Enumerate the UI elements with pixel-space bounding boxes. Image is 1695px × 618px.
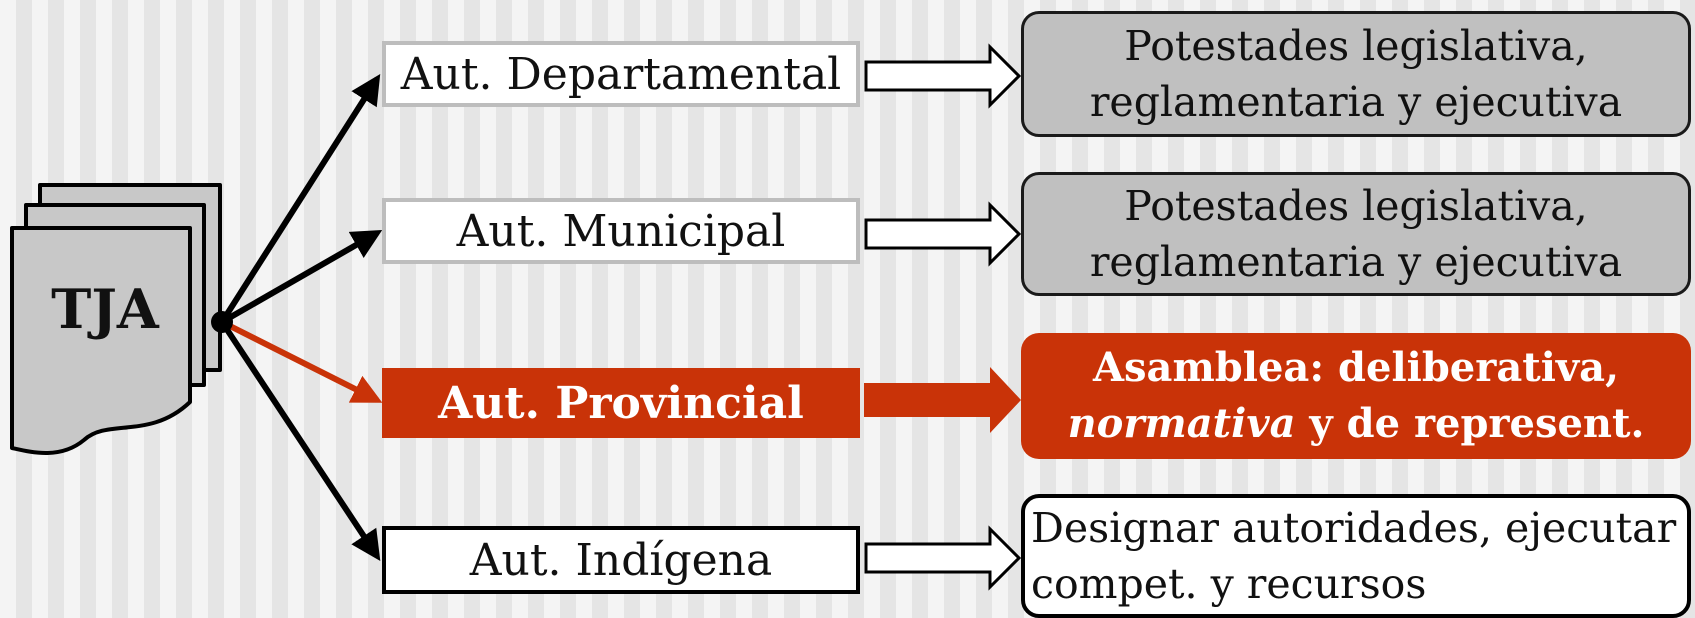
powers-line: Asamblea: deliberativa, bbox=[1093, 344, 1619, 391]
branch-arrow-departamental bbox=[219, 73, 381, 324]
powers-line: Potestades legislativa, bbox=[1124, 182, 1588, 230]
autonomy-box-departamental: Aut. Departamental bbox=[382, 41, 860, 107]
autonomy-label: Aut. Municipal bbox=[456, 205, 786, 257]
autonomy-label: Aut. Provincial bbox=[438, 377, 804, 429]
powers-line: Potestades legislativa, bbox=[1124, 22, 1588, 70]
powers-box-municipal: Potestades legislativa, reglamentaria y … bbox=[1021, 172, 1691, 296]
autonomy-label: Aut. Indígena bbox=[469, 534, 773, 586]
powers-line: reglamentaria y ejecutiva bbox=[1089, 238, 1623, 286]
document-front-page bbox=[10, 226, 192, 455]
branch-arrow-indigena bbox=[219, 320, 381, 562]
block-arrow-indigena bbox=[864, 525, 1022, 591]
powers-box-departamental: Potestades legislativa, reglamentaria y … bbox=[1021, 11, 1691, 137]
powers-box-provincial: Asamblea: deliberativa, normativa y de r… bbox=[1021, 333, 1691, 459]
document-stack-icon bbox=[10, 183, 222, 455]
autonomy-box-indigena: Aut. Indígena bbox=[382, 526, 860, 594]
block-arrow-departamental bbox=[864, 43, 1022, 109]
branch-hub bbox=[211, 311, 233, 333]
powers-line-2: normativa y de represent. bbox=[1021, 396, 1691, 452]
block-arrow-provincial bbox=[864, 367, 1021, 433]
powers-line: compet. y recursos bbox=[1031, 560, 1427, 608]
source-label: TJA bbox=[51, 277, 159, 341]
powers-italic-word: normativa bbox=[1067, 400, 1296, 447]
powers-line: reglamentaria y ejecutiva bbox=[1089, 78, 1623, 126]
branch-arrow-municipal bbox=[220, 230, 383, 325]
powers-box-indigena: Designar autoridades, ejecutar compet. y… bbox=[1021, 494, 1691, 618]
autonomy-box-provincial: Aut. Provincial bbox=[382, 368, 860, 438]
autonomy-label: Aut. Departamental bbox=[400, 48, 842, 100]
powers-line: Designar autoridades, ejecutar bbox=[1031, 504, 1677, 552]
powers-line-rest: y de represent. bbox=[1295, 400, 1645, 447]
branch-arrow-provincial bbox=[220, 319, 383, 403]
autonomy-box-municipal: Aut. Municipal bbox=[382, 198, 860, 264]
block-arrow-municipal bbox=[864, 201, 1022, 267]
